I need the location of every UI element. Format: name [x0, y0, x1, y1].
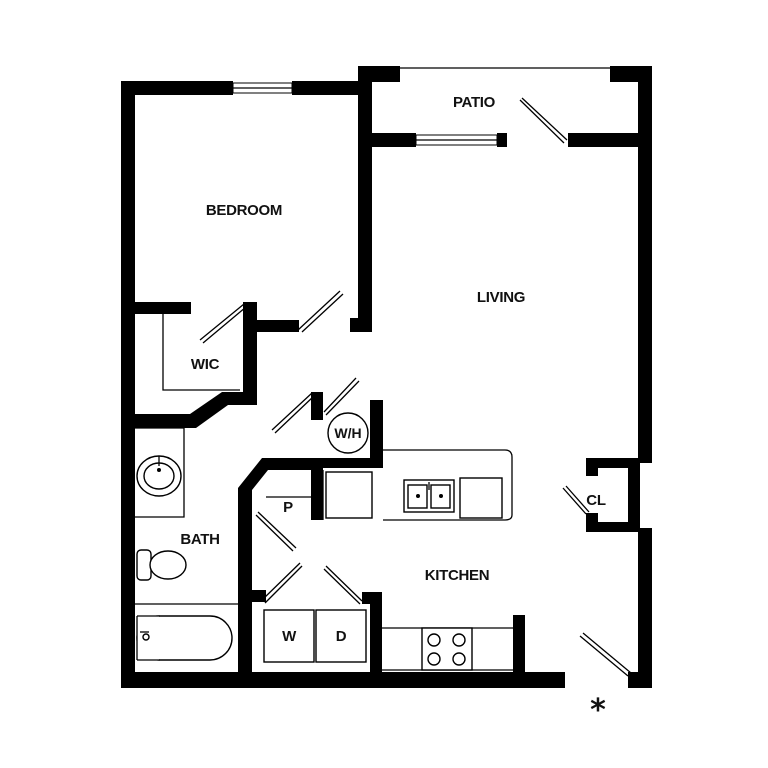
bathtub — [136, 615, 233, 661]
toilet — [136, 549, 187, 581]
label-water-heater: W/H — [334, 425, 361, 441]
label-closet: CL — [586, 492, 606, 509]
label-washer: W — [282, 628, 297, 645]
label-wic: WIC — [191, 356, 220, 373]
label-bath: BATH — [180, 531, 219, 548]
entry-marker: * — [590, 693, 606, 728]
fixtures — [136, 412, 503, 671]
bath-sink — [136, 455, 182, 497]
doors — [199, 97, 632, 677]
room-labels: PATIO BEDROOM LIVING WIC W/H BATH P CL K… — [180, 94, 606, 728]
label-living: LIVING — [477, 289, 525, 306]
kitchen-sink — [403, 479, 455, 513]
range-stove — [421, 627, 473, 671]
label-dryer: D — [336, 628, 347, 645]
label-patio: PATIO — [453, 94, 496, 111]
label-bedroom: BEDROOM — [206, 202, 282, 219]
windows — [232, 82, 498, 146]
walls — [121, 66, 652, 688]
label-kitchen: KITCHEN — [425, 567, 490, 584]
label-pantry: P — [283, 499, 293, 516]
water-heater-icon — [327, 412, 369, 454]
